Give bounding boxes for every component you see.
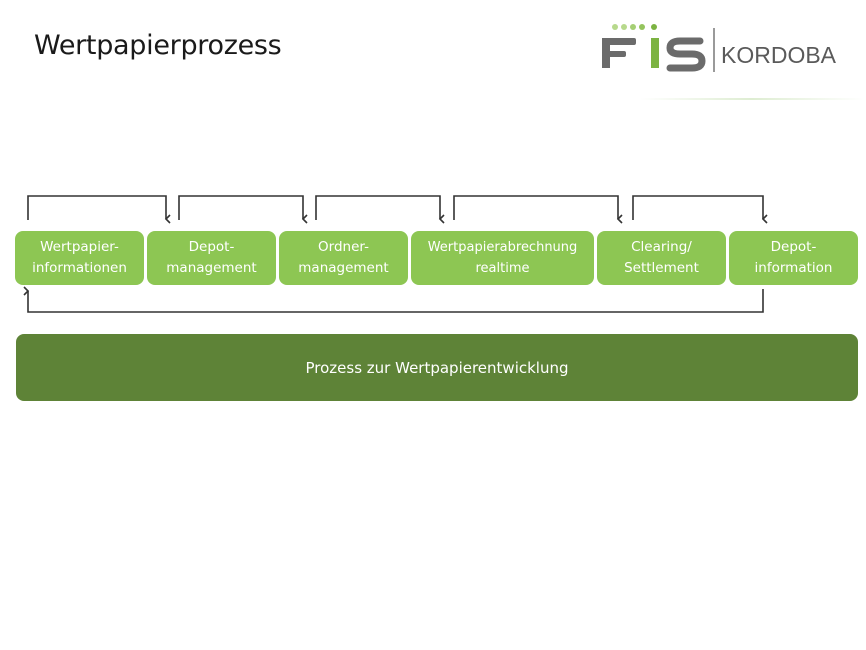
foundation-label: Prozess zur Wertpapierentwicklung: [305, 358, 569, 377]
step-ordnermanagement: Ordner- management: [279, 231, 408, 285]
step-wertpapierinformationen: Wertpapier- informationen: [15, 231, 144, 285]
foundation-process-bar: Prozess zur Wertpapierentwicklung: [16, 334, 858, 401]
arrow-feedback-loop: [23, 286, 764, 313]
step-depotinformation: Depot- information: [729, 231, 858, 285]
arrow-step3-to-step4: [315, 195, 445, 224]
fis-logo-mark: KORDOBA: [602, 24, 837, 72]
step-clearing-settlement: Clearing/ Settlement: [597, 231, 726, 285]
logo-subbrand-text: KORDOBA: [721, 42, 837, 68]
arrow-step4-to-step5: [453, 195, 623, 224]
fis-kordoba-logo: KORDOBA: [600, 22, 850, 78]
arrow-step1-to-step2: [27, 195, 171, 224]
arrow-step5-to-step6: [632, 195, 768, 224]
slide-title: Wertpapierprozess: [34, 30, 282, 61]
step-wertpapierabrechnung: Wertpapierabrechnung realtime: [411, 231, 594, 285]
logo-underline: [640, 98, 864, 100]
step-depotmanagement: Depot- management: [147, 231, 276, 285]
arrow-step2-to-step3: [178, 195, 308, 224]
